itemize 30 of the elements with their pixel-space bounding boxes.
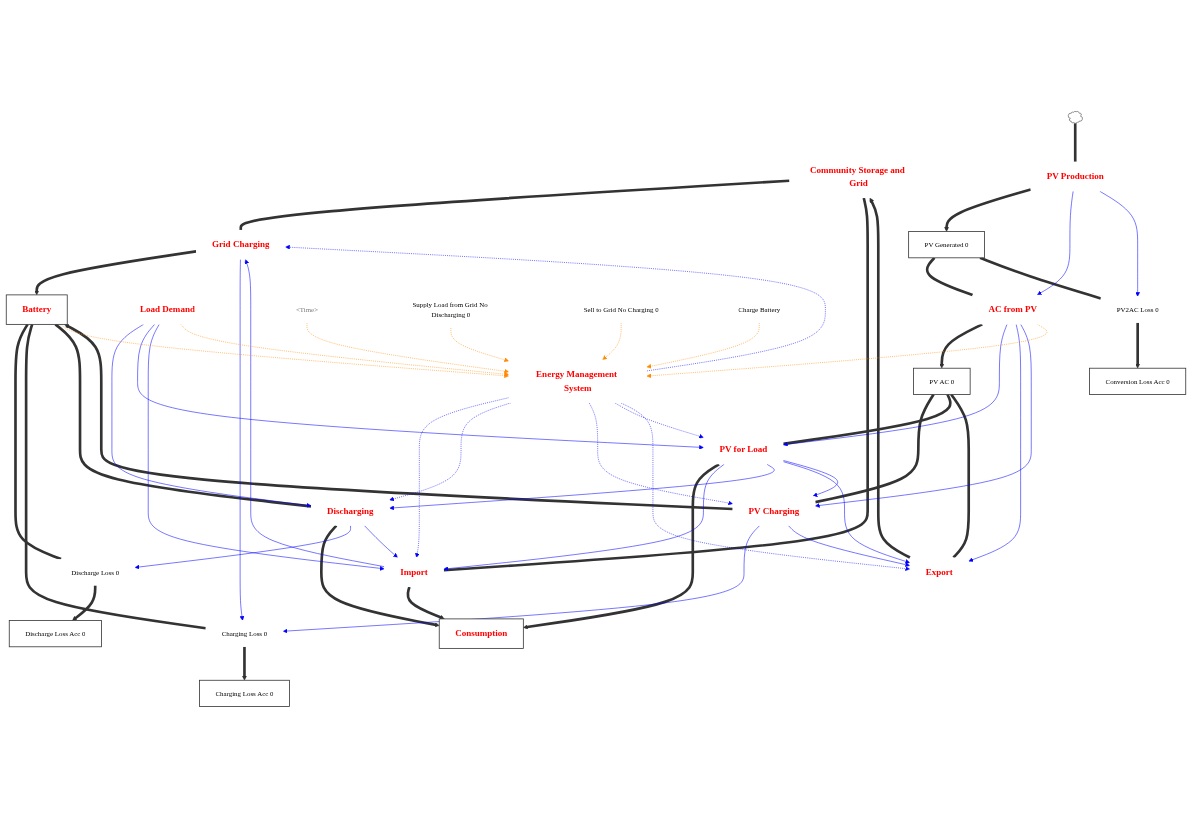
arrow xyxy=(523,463,720,630)
arrow xyxy=(1135,322,1140,369)
connector xyxy=(783,394,952,446)
node-text: Community Storage and Grid xyxy=(809,164,905,189)
arrow xyxy=(944,188,1032,232)
arrow xyxy=(34,250,197,296)
node-text: AC from PV xyxy=(988,304,1038,315)
node-text: PV Production xyxy=(1046,171,1104,182)
arrow xyxy=(72,585,97,621)
arrow xyxy=(939,323,983,369)
node-text: PV Charging xyxy=(748,505,800,516)
node-text: Grid Charging xyxy=(212,239,270,250)
connector xyxy=(24,323,206,630)
node-text: Energy Management System xyxy=(536,369,618,394)
node-cloud xyxy=(1067,111,1083,124)
connector xyxy=(14,323,62,561)
node-text: Export xyxy=(925,567,953,578)
node-text: PV for Load xyxy=(719,444,768,455)
arrow xyxy=(242,646,247,681)
arrow xyxy=(869,197,911,559)
node-box: Consumption xyxy=(438,618,524,649)
node-box: Battery xyxy=(5,294,68,325)
connector xyxy=(950,393,971,559)
node-text: Discharging xyxy=(326,505,374,516)
connector xyxy=(925,256,974,297)
node-text: Load Demand xyxy=(139,304,195,315)
connector xyxy=(979,256,1102,300)
connector xyxy=(815,393,935,504)
connector xyxy=(1073,123,1077,162)
node-text: Import xyxy=(400,567,428,578)
